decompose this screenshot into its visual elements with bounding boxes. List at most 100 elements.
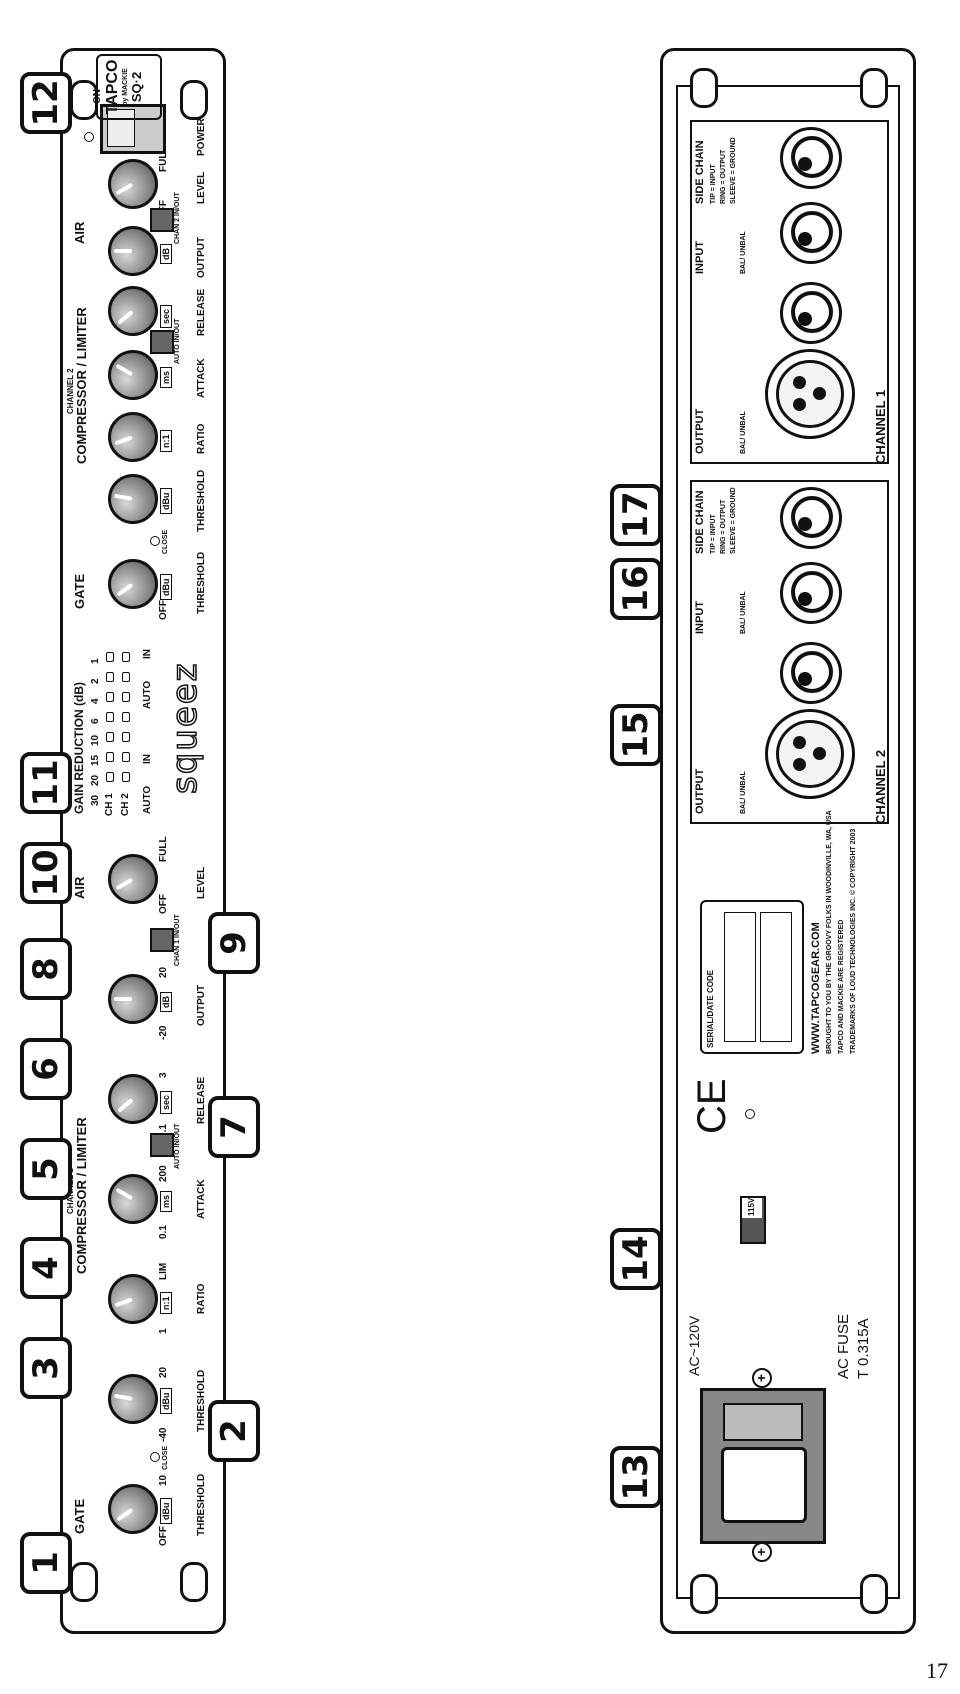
ch1-output-label: OUTPUT bbox=[196, 984, 207, 1026]
ch1-sc-sleeve: SLEEVE = GROUND bbox=[730, 137, 737, 204]
ce-mark: CE bbox=[690, 1078, 734, 1134]
ch2-input-trs[interactable] bbox=[780, 562, 842, 624]
ch2-output-trs[interactable] bbox=[780, 642, 842, 704]
ch2-ratio-knob[interactable] bbox=[108, 412, 158, 462]
ch1-ratio-label: RATIO bbox=[196, 1283, 207, 1314]
ac-screw-icon: + bbox=[752, 1542, 772, 1562]
ch1-input-jack-label: INPUT bbox=[694, 241, 706, 274]
meter-ch2-label: CH 2 bbox=[120, 793, 131, 816]
ch1-air-tick-min: OFF bbox=[158, 894, 169, 914]
website-label: WWW.TAPCOGEAR.COM bbox=[810, 922, 822, 1054]
ch2-input-jack-label: INPUT bbox=[694, 601, 706, 634]
meter-led bbox=[106, 692, 114, 702]
gain-reduction-title: GAIN REDUCTION (dB) bbox=[72, 682, 86, 814]
ch2-inout-button[interactable] bbox=[150, 208, 174, 232]
ch1-output-knob[interactable] bbox=[108, 974, 158, 1024]
ch2-sc-sleeve: SLEEVE = GROUND bbox=[730, 487, 737, 554]
ch2-gate-threshold-label: THRESHOLD bbox=[196, 551, 207, 614]
ch1-air-level-knob[interactable] bbox=[108, 854, 158, 904]
ch2-sc-ring: RING = OUTPUT bbox=[720, 499, 727, 554]
rear-channel1-label: CHANNEL 1 bbox=[873, 389, 888, 464]
ch1-release-knob[interactable] bbox=[108, 1074, 158, 1124]
ch1-ratio-knob[interactable] bbox=[108, 1274, 158, 1324]
ch1-attack-unit: ms bbox=[160, 1190, 172, 1212]
fuse-drawer bbox=[723, 1403, 803, 1441]
ch2-output-jack-label: OUTPUT bbox=[694, 768, 706, 814]
meter-led bbox=[106, 672, 114, 682]
callout-14: 14 bbox=[610, 1228, 662, 1290]
callout-15: 15 bbox=[610, 704, 662, 766]
ch2-air-level-knob[interactable] bbox=[108, 159, 158, 209]
ch1-threshold-unit: dBu bbox=[160, 1388, 172, 1414]
brand-sub: by MACKIE bbox=[122, 68, 129, 106]
ch2-gate-close-led bbox=[150, 536, 160, 546]
ch1-output-jack-label: OUTPUT bbox=[694, 408, 706, 454]
callout-16: 16 bbox=[610, 558, 662, 620]
voltage-selector[interactable]: 115V bbox=[740, 1196, 766, 1244]
callout-10: 10 bbox=[20, 842, 72, 904]
meter-scale-3: 10 bbox=[90, 734, 101, 746]
ch2-side-chain-label: SIDE CHAIN bbox=[694, 490, 706, 554]
ch1-auto-label: AUTO IN/OUT bbox=[174, 1123, 181, 1169]
ch1-auto-button[interactable] bbox=[150, 1133, 174, 1157]
credit-line-2: TAPCO AND MACKIE ARE REGISTERED bbox=[838, 919, 845, 1054]
meter-led bbox=[106, 772, 114, 782]
meter-led bbox=[122, 772, 130, 782]
callout-4: 4 bbox=[20, 1237, 72, 1299]
ch1-output-xlr[interactable] bbox=[765, 349, 855, 439]
ch1-attack-knob[interactable] bbox=[108, 1174, 158, 1224]
ch2-release-knob[interactable] bbox=[108, 286, 158, 336]
ch2-inout-label: CHAN 2 IN/OUT bbox=[174, 192, 181, 244]
ch1-attack-tick-min: 0.1 bbox=[158, 1225, 169, 1239]
squeez-logo: squeez bbox=[164, 661, 206, 795]
ch1-comp-title: COMPRESSOR / LIMITER bbox=[74, 1117, 89, 1274]
ch2-sc-tip: TIP = INPUT bbox=[710, 514, 717, 554]
ch1-output-trs[interactable] bbox=[780, 282, 842, 344]
power-led bbox=[84, 132, 94, 142]
ch1-gate-threshold-knob[interactable] bbox=[108, 1484, 158, 1534]
ch1-side-chain-label: SIDE CHAIN bbox=[694, 140, 706, 204]
credit-line-3: TRADEMARKS OF LOUD TECHNOLOGIES INC. © C… bbox=[850, 828, 857, 1054]
ch1-ratio-tick-min: 1 bbox=[158, 1328, 169, 1334]
ch1-air-title: AIR bbox=[72, 876, 87, 899]
ch1-air-tick-max: FULL bbox=[158, 836, 169, 862]
ch2-gate-threshold-knob[interactable] bbox=[108, 559, 158, 609]
ch1-gate-tick-min: OFF bbox=[158, 1526, 169, 1546]
callout-7: 7 bbox=[208, 1096, 260, 1158]
ch2-ratio-unit: n:1 bbox=[160, 430, 172, 452]
meter-scale-4: 6 bbox=[90, 718, 101, 724]
front-rack-hole-4 bbox=[180, 80, 208, 120]
ch1-input-trs[interactable] bbox=[780, 202, 842, 264]
rear-rack-hole-2 bbox=[860, 1574, 888, 1614]
ch2-comp-title: COMPRESSOR / LIMITER bbox=[74, 307, 89, 464]
ch2-side-chain-trs[interactable] bbox=[780, 487, 842, 549]
ch2-auto-label: AUTO IN/OUT bbox=[174, 318, 181, 364]
page-number: 17 bbox=[926, 1658, 948, 1683]
ch1-inout-button[interactable] bbox=[150, 928, 174, 952]
brand-name: TAPCO bbox=[104, 59, 121, 115]
ch1-input-bal-label: BAL/ UNBAL bbox=[740, 231, 747, 274]
meter-ch1-label: CH 1 bbox=[104, 793, 115, 816]
ch2-output-xlr[interactable] bbox=[765, 709, 855, 799]
meter-scale-2: 15 bbox=[90, 754, 101, 766]
meter-led bbox=[106, 752, 114, 762]
ch2-attack-knob[interactable] bbox=[108, 350, 158, 400]
meter-scale-1: 20 bbox=[90, 774, 101, 786]
ch2-output-knob[interactable] bbox=[108, 226, 158, 276]
ch2-auto-button[interactable] bbox=[150, 330, 174, 354]
ch1-output-bal-label: BAL/ UNBAL bbox=[740, 411, 747, 454]
meter-led bbox=[122, 652, 130, 662]
ch1-gate-close-led bbox=[150, 1452, 160, 1462]
ch1-comp-threshold-knob[interactable] bbox=[108, 1374, 158, 1424]
date-field bbox=[760, 912, 792, 1042]
ch2-comp-threshold-knob[interactable] bbox=[108, 474, 158, 524]
callout-9: 9 bbox=[208, 912, 260, 974]
ch2-output-unit: dB bbox=[160, 244, 172, 264]
meter-led bbox=[122, 692, 130, 702]
serial-box: SERIAL/DATE CODE bbox=[700, 900, 804, 1054]
ch1-side-chain-trs[interactable] bbox=[780, 127, 842, 189]
credit-line-1: BROUGHT TO YOU BY THE GROOVY FOLKS IN WO… bbox=[826, 810, 833, 1054]
callout-17: 17 bbox=[610, 484, 662, 546]
callout-1: 1 bbox=[20, 1532, 72, 1594]
